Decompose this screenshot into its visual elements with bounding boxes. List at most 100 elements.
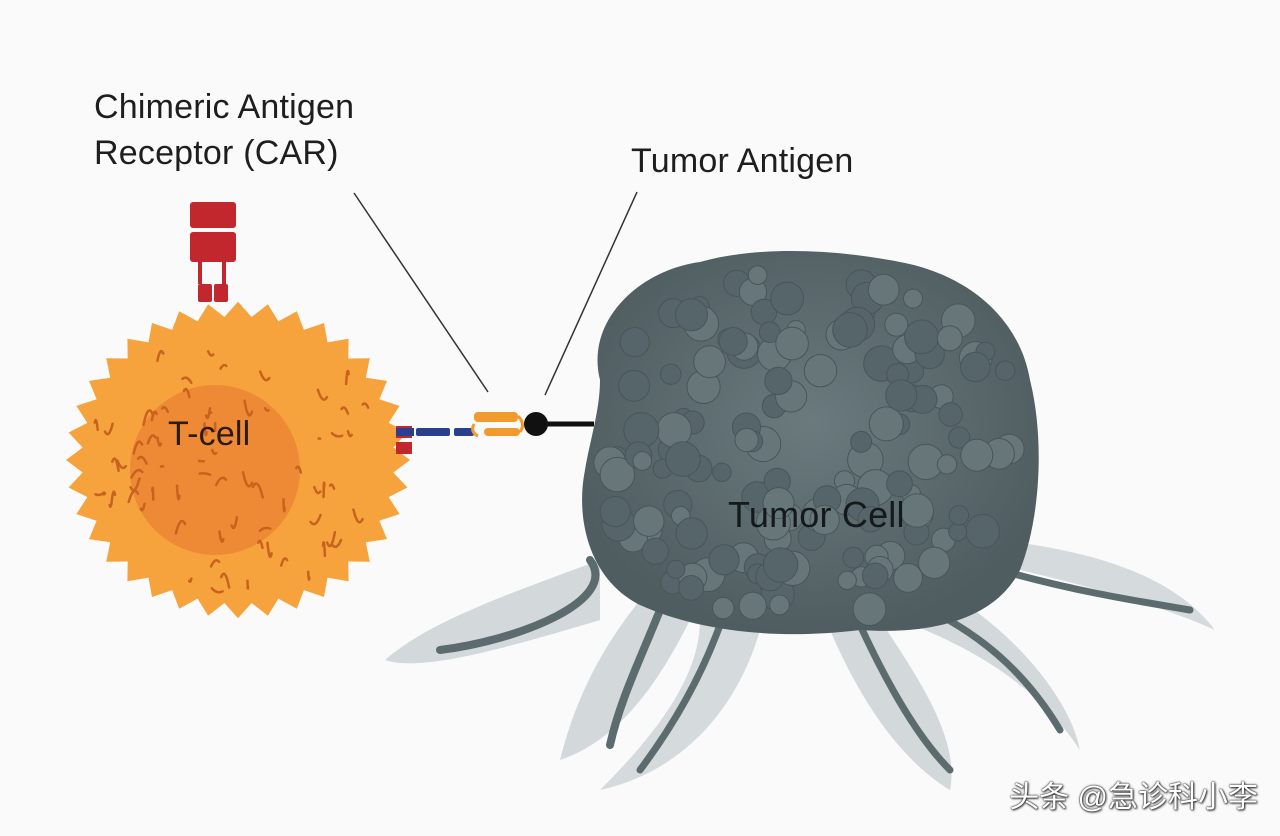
car-pointer-line <box>353 192 489 393</box>
t-cell-squiggle <box>346 430 353 438</box>
t-cell-squiggle <box>139 502 146 512</box>
t-cell-squiggle <box>257 539 264 550</box>
tumor-bump <box>861 562 889 590</box>
t-cell-squiggle <box>129 477 141 492</box>
tumor-bump <box>918 546 951 579</box>
tumor-bump <box>842 546 865 569</box>
t-cell-squiggle <box>279 557 289 567</box>
t-cell-squiggle <box>174 519 187 535</box>
tumor-bump <box>708 544 740 576</box>
tumor-bump <box>712 596 735 620</box>
t-cell-squiggle <box>146 434 157 445</box>
t-cell-squiggle <box>263 407 270 412</box>
t-cell-squiggle <box>309 513 322 526</box>
tumor-bump <box>948 505 970 526</box>
tumor-bump <box>675 517 708 550</box>
car-label-line1: Chimeric Antigen <box>94 88 355 126</box>
tumor-bump <box>762 487 795 520</box>
tumor-bump <box>809 504 840 536</box>
t-cell-squiggle <box>219 572 231 589</box>
tumor-bump <box>641 537 670 565</box>
tumor-bump <box>633 505 665 537</box>
tumor-bump <box>599 456 635 493</box>
t-cell-squiggle <box>266 541 273 558</box>
t-cell-squiggle <box>321 541 327 558</box>
t-cell-squiggle <box>127 489 140 504</box>
tumor-bump <box>618 369 651 402</box>
t-cell-squiggle <box>204 406 212 420</box>
car-label: Chimeric Antigen Receptor (CAR) <box>94 84 354 176</box>
tumor-bump <box>837 570 857 591</box>
t-cell-label: T-cell <box>168 415 251 453</box>
car-label-line2: Receptor (CAR) <box>94 134 339 172</box>
t-cell-squiggle <box>322 481 326 499</box>
t-cell-squiggle <box>330 431 344 438</box>
t-cell-squiggle <box>116 459 128 470</box>
tumor-bump <box>832 312 868 348</box>
tumor-surface-texture <box>593 265 1025 626</box>
t-cell-squiggle <box>151 486 155 501</box>
tumor-bump <box>599 496 631 528</box>
tumor-antigen-label: Tumor Antigen <box>631 142 854 180</box>
tumor-bump <box>857 506 884 533</box>
tumor-bump <box>850 430 873 453</box>
t-cell-squiggle <box>210 448 218 456</box>
t-cell-squiggle <box>160 406 170 414</box>
tumor-bump <box>885 379 918 412</box>
tumor-bump <box>867 273 900 306</box>
tumor-bump <box>886 470 913 498</box>
tumor-bump <box>693 345 726 379</box>
tumor-bump <box>960 351 991 383</box>
tumor-bump <box>960 438 994 472</box>
t-cell-squiggle <box>156 349 165 363</box>
t-cell-squiggle <box>136 455 148 465</box>
tumor-bump <box>675 298 708 332</box>
tumor-cell-label: Tumor Cell <box>728 494 905 535</box>
tumor-bump <box>718 327 748 356</box>
t-cell-squiggle <box>209 559 221 568</box>
tumor-bump <box>936 325 963 352</box>
tumor-bump <box>893 563 923 593</box>
tumor-bump <box>666 559 686 579</box>
tumor-bump <box>665 441 701 477</box>
t-cell-squiggle <box>108 503 112 508</box>
t-cell-squiggle <box>361 402 370 409</box>
tumor-bump <box>803 354 838 388</box>
tumor-bump <box>904 319 939 355</box>
tumor-bump <box>936 454 958 475</box>
tumor-bump <box>995 360 1016 381</box>
t-cell-squiggle <box>331 538 343 549</box>
t-cell-squiggle <box>181 376 193 385</box>
t-cell-squiggle <box>230 516 239 530</box>
t-cell-surface-texture <box>93 349 370 594</box>
tumor-bump <box>770 281 805 316</box>
t-cell-squiggle <box>198 471 212 477</box>
t-cell-squiggle <box>110 490 117 506</box>
tumor-bump <box>868 406 904 442</box>
tumor-bump <box>619 327 650 358</box>
t-cell-squiggle <box>214 476 228 487</box>
tumor-bump <box>738 591 767 620</box>
t-cell-squiggle <box>219 363 228 370</box>
t-cell-squiggle <box>344 369 350 386</box>
t-cell <box>66 301 410 619</box>
tumor-cell <box>582 251 1039 635</box>
tumor-bump <box>747 265 768 286</box>
tumor-bump <box>712 462 732 482</box>
tumor-bump <box>678 575 705 601</box>
t-cell-squiggle <box>187 577 193 583</box>
t-cell-squiggle <box>316 388 329 401</box>
tumor-bump <box>632 451 653 471</box>
tumor-bump <box>948 426 971 449</box>
t-cell-squiggle <box>340 406 350 415</box>
t-cell-squiggle <box>206 350 215 357</box>
t-cell-squiggle <box>313 485 322 495</box>
tumor-shadow <box>385 540 1215 790</box>
tumor-bump <box>852 592 887 626</box>
antigen-pointer-line <box>544 191 638 396</box>
t-cell-squiggle <box>93 418 99 431</box>
t-cell-squiggle <box>282 497 286 513</box>
tumor-bump <box>938 402 963 427</box>
t-cell-squiggle <box>243 399 254 417</box>
